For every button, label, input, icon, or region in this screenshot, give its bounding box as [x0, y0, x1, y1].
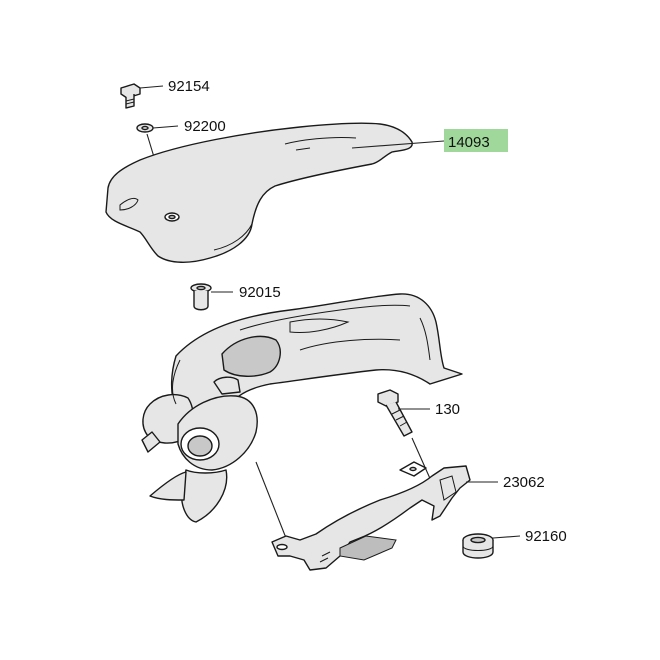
leader-92200 — [152, 125, 179, 129]
cover-14093-icon — [105, 122, 413, 263]
cowl-housing-icon — [141, 293, 463, 523]
bolt-130-icon — [377, 389, 413, 437]
bracket-23062-icon — [271, 461, 471, 571]
highlight-14093 — [444, 129, 508, 152]
bolt-92154-icon — [120, 83, 141, 109]
callout-14093: 14093 — [448, 134, 490, 151]
callout-92015: 92015 — [239, 284, 281, 301]
axis-line-collar — [255, 461, 287, 539]
leader-92154 — [139, 85, 164, 89]
callout-92160: 92160 — [525, 528, 567, 545]
leader-92160 — [492, 535, 521, 539]
grommet-92160-icon — [462, 533, 494, 559]
callout-92154: 92154 — [168, 78, 210, 95]
callout-23062: 23062 — [503, 474, 545, 491]
callout-130: 130 — [435, 401, 460, 418]
callout-92200: 92200 — [184, 118, 226, 135]
leader-14093 — [351, 140, 445, 149]
washer-92200-icon — [136, 123, 154, 133]
collar-92015-icon — [190, 283, 212, 311]
